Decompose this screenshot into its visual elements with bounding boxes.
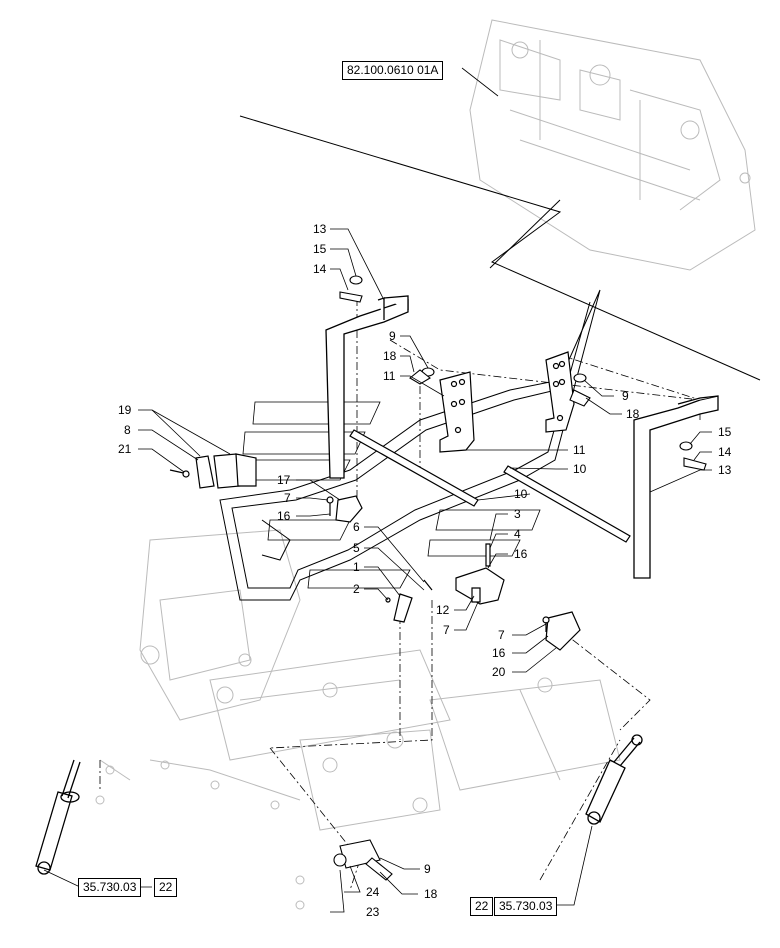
callout-12: 12 (436, 603, 450, 617)
callout-7: 7 (498, 628, 505, 642)
latch-parts (326, 495, 581, 651)
callout-4: 4 (514, 527, 521, 541)
section-lines (239, 115, 761, 381)
reference-link-bottom-right[interactable]: 35.730.03 (494, 897, 558, 916)
rods (349, 429, 631, 543)
callout-24: 24 (366, 885, 380, 899)
callout-3: 3 (514, 507, 521, 521)
callout-19: 19 (118, 403, 132, 417)
callout-14: 14 (718, 445, 732, 459)
rubber-pads (169, 453, 257, 489)
bracket-right (545, 351, 575, 433)
assembly-arrow-outline (219, 289, 601, 601)
callout-13: 13 (313, 222, 327, 236)
callout-7: 7 (443, 623, 450, 637)
callout-10: 10 (573, 462, 587, 476)
bucket-background (469, 19, 756, 271)
callout-15: 15 (313, 242, 327, 256)
page-ref-bottom-left[interactable]: 22 (154, 878, 178, 897)
leader-lines (43, 67, 712, 913)
callout-10: 10 (514, 487, 528, 501)
callout-16: 16 (514, 547, 528, 561)
callout-9: 9 (389, 329, 396, 343)
callout-numbers: 13 15 14 9 18 11 9 18 15 14 13 19 8 21 1… (118, 222, 732, 919)
callout-1: 1 (353, 560, 360, 574)
callout-18: 18 (383, 349, 397, 363)
callout-18: 18 (424, 887, 438, 901)
reference-link-top[interactable]: 82.100.0610 01A (342, 61, 444, 80)
callout-6: 6 (353, 520, 360, 534)
callout-14: 14 (313, 262, 327, 276)
callout-15: 15 (718, 425, 732, 439)
callout-16: 16 (492, 646, 506, 660)
callout-11: 11 (383, 369, 396, 383)
support-stand-left (325, 295, 409, 479)
page-ref-bottom-right[interactable]: 22 (470, 897, 494, 916)
callout-21: 21 (118, 442, 132, 456)
callout-2: 2 (353, 582, 360, 596)
bracket-left (439, 371, 475, 453)
pins-and-clips (333, 275, 707, 881)
callout-9: 9 (622, 389, 629, 403)
callout-7: 7 (284, 491, 291, 505)
reference-link-bottom-left[interactable]: 35.730.03 (78, 878, 142, 897)
callout-18: 18 (626, 407, 640, 421)
callout-23: 23 (366, 905, 380, 919)
callout-5: 5 (353, 541, 360, 555)
loader-frame-background (95, 529, 621, 910)
hydraulic-cylinder-right (585, 734, 643, 825)
callout-11: 11 (573, 443, 586, 457)
callout-9: 9 (424, 862, 431, 876)
callout-13: 13 (718, 463, 732, 477)
callout-17: 17 (277, 473, 291, 487)
hydraulic-cylinder-left (35, 759, 81, 875)
callout-8: 8 (124, 423, 131, 437)
callout-20: 20 (492, 665, 506, 679)
support-stand-right (633, 395, 719, 579)
callout-16: 16 (277, 509, 291, 523)
